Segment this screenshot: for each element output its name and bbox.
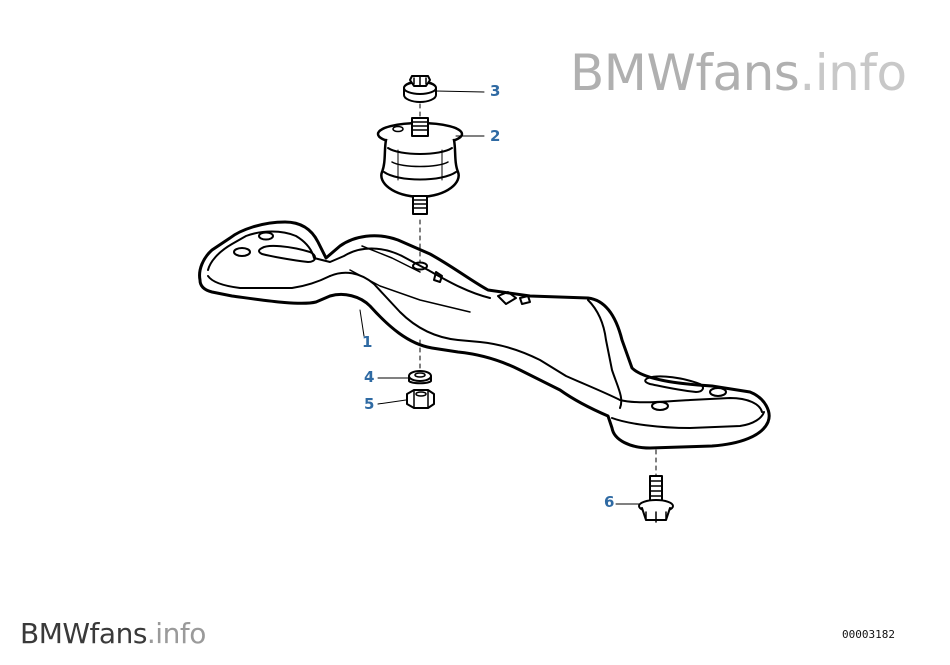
bolt-part-6 (615, 475, 674, 523)
callout-4: 4 (364, 368, 375, 386)
watermark-bottom: BMWfans.info (20, 617, 206, 650)
hex-nut-part-5 (377, 389, 435, 409)
crossmember-part-1 (198, 219, 771, 477)
watermark-top-tld: .info (799, 44, 907, 102)
nut-part-3 (403, 75, 485, 117)
rubber-mount-part-2 (376, 117, 485, 215)
watermark-bottom-brand: BMWfans (20, 617, 147, 650)
diagram-code: 00003182 (842, 628, 895, 641)
callout-6: 6 (604, 493, 615, 511)
washer-part-4 (377, 370, 432, 385)
watermark-top-brand: BMWfans (570, 44, 800, 102)
callout-5: 5 (364, 395, 375, 413)
callout-2: 2 (490, 127, 501, 145)
watermark-top: BMWfans.info (570, 44, 907, 102)
watermark-bottom-tld: .info (146, 617, 206, 650)
callout-3: 3 (490, 82, 501, 100)
callout-1: 1 (362, 333, 373, 351)
